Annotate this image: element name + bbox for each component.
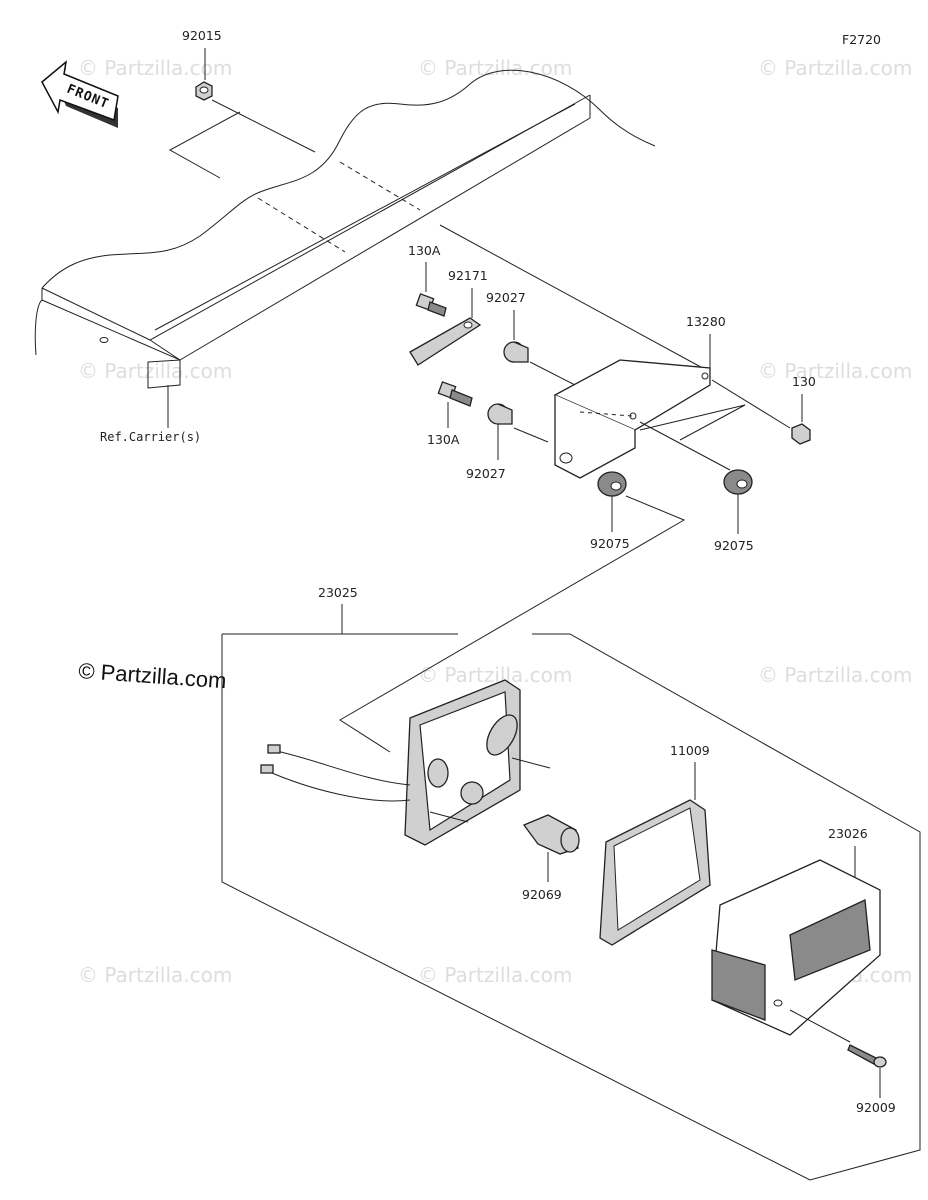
carrier-rack xyxy=(34,69,656,428)
gasket-11009-icon xyxy=(599,799,711,946)
label-92009: 92009 xyxy=(856,1100,896,1115)
watermark: © Partzilla.com xyxy=(758,56,912,80)
screw-92009-icon xyxy=(847,1044,887,1068)
bulb-92069-icon xyxy=(522,814,580,855)
diagram-code: F2720 xyxy=(842,32,881,47)
grommet-92075-left-icon xyxy=(597,471,627,497)
bolt-130-icon xyxy=(791,423,811,445)
watermark: © Partzilla.com xyxy=(758,359,912,383)
watermark: © Partzilla.com xyxy=(418,663,572,687)
collar-92027-top-icon xyxy=(503,341,529,363)
nut-92015-icon xyxy=(195,81,213,101)
taillight-housing-icon xyxy=(260,679,551,846)
bracket-13280-icon xyxy=(553,359,746,479)
label-130: 130 xyxy=(792,374,816,389)
watermark: © Partzilla.com xyxy=(758,663,912,687)
watermark: © Partzilla.com xyxy=(78,963,232,987)
main-watermark: © Partzilla.com xyxy=(78,658,228,693)
ref-carrier-label: Ref.Carrier(s) xyxy=(100,430,201,444)
bolt-130a-bottom-icon xyxy=(437,381,473,407)
front-arrow-icon: FRONT xyxy=(41,60,119,128)
lens-23026-icon xyxy=(711,859,881,1036)
collar-92027-bottom-icon xyxy=(487,403,513,425)
label-13280: 13280 xyxy=(686,314,726,329)
label-23026: 23026 xyxy=(828,826,868,841)
label-92027-top: 92027 xyxy=(486,290,526,305)
watermark: © Partzilla.com xyxy=(78,359,232,383)
label-130a-top: 130A xyxy=(408,243,441,258)
watermark: © Partzilla.com xyxy=(418,963,572,987)
watermark: © Partzilla.com xyxy=(78,56,232,80)
label-130a-bottom: 130A xyxy=(427,432,460,447)
label-92075-right: 92075 xyxy=(714,538,754,553)
label-23025: 23025 xyxy=(318,585,358,600)
label-92069: 92069 xyxy=(522,887,562,902)
watermarks: © Partzilla.com © Partzilla.com © Partzi… xyxy=(78,56,912,987)
bolt-130a-icon xyxy=(415,293,447,317)
grommet-92075-right-icon xyxy=(723,469,753,495)
label-92075-left: 92075 xyxy=(590,536,630,551)
label-92015: 92015 xyxy=(182,28,222,43)
label-92027-bottom: 92027 xyxy=(466,466,506,481)
watermark: © Partzilla.com xyxy=(418,56,572,80)
label-11009: 11009 xyxy=(670,743,710,758)
label-92171: 92171 xyxy=(448,268,488,283)
clip-92171-icon xyxy=(409,317,482,366)
